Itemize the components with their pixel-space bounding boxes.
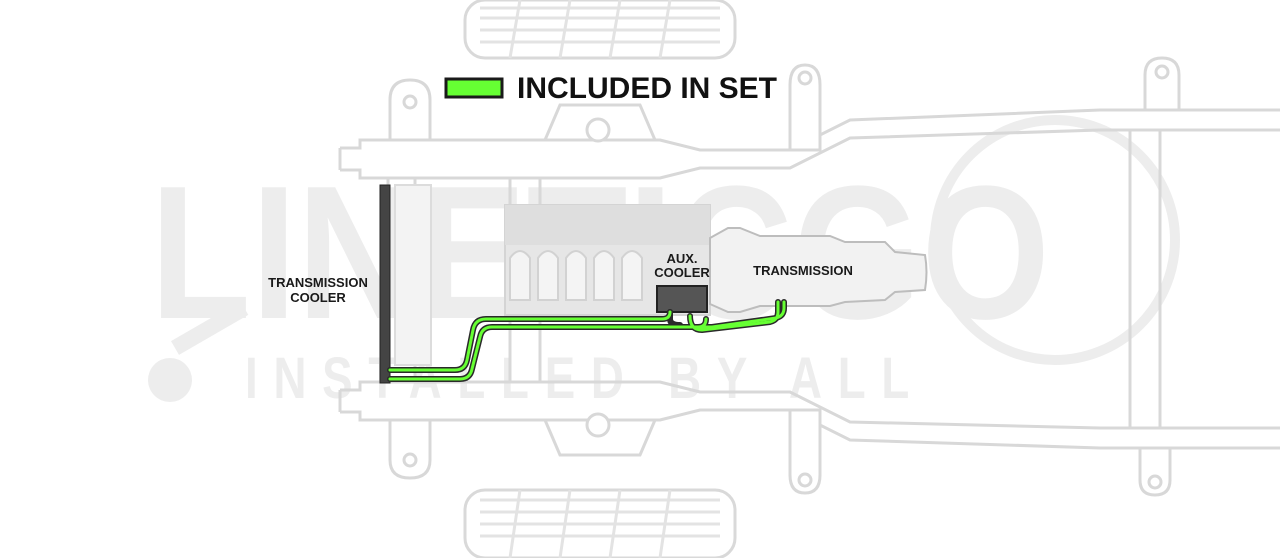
line-trans-outlet	[696, 300, 786, 329]
aux-cooler-label-line2: COOLER	[654, 265, 710, 280]
legend: INCLUDED IN SET	[444, 72, 777, 105]
aux-cooler-box	[656, 285, 708, 313]
legend-label: INCLUDED IN SET	[517, 72, 777, 105]
line-aux-cooler-to-trans	[688, 300, 780, 332]
labels: TRANSMISSION COOLER AUX. COOLER TRANSMIS…	[268, 251, 853, 305]
radiator	[394, 184, 432, 366]
aux-cooler-label-line1: AUX.	[666, 251, 697, 266]
transmission-cooler-bar	[379, 184, 391, 384]
line-cooler-return	[388, 317, 708, 381]
transmission-lines	[387, 299, 787, 382]
legend-swatch	[444, 77, 504, 99]
front-tire-top	[463, 0, 737, 60]
transmission-cooler-label-line2: COOLER	[290, 290, 346, 305]
transmission-housing	[709, 227, 928, 313]
transmission-cooler-label-line1: TRANSMISSION	[268, 275, 368, 290]
transmission-label: TRANSMISSION	[753, 263, 853, 278]
frame-mounts	[388, 56, 1181, 497]
front-tire-bottom	[463, 488, 737, 558]
wrench-icon	[148, 301, 249, 402]
watermark-tagline: INSTALLED BY ALL	[245, 346, 925, 411]
line-cooler-feed	[388, 310, 672, 372]
watermark-circle	[930, 115, 1180, 365]
